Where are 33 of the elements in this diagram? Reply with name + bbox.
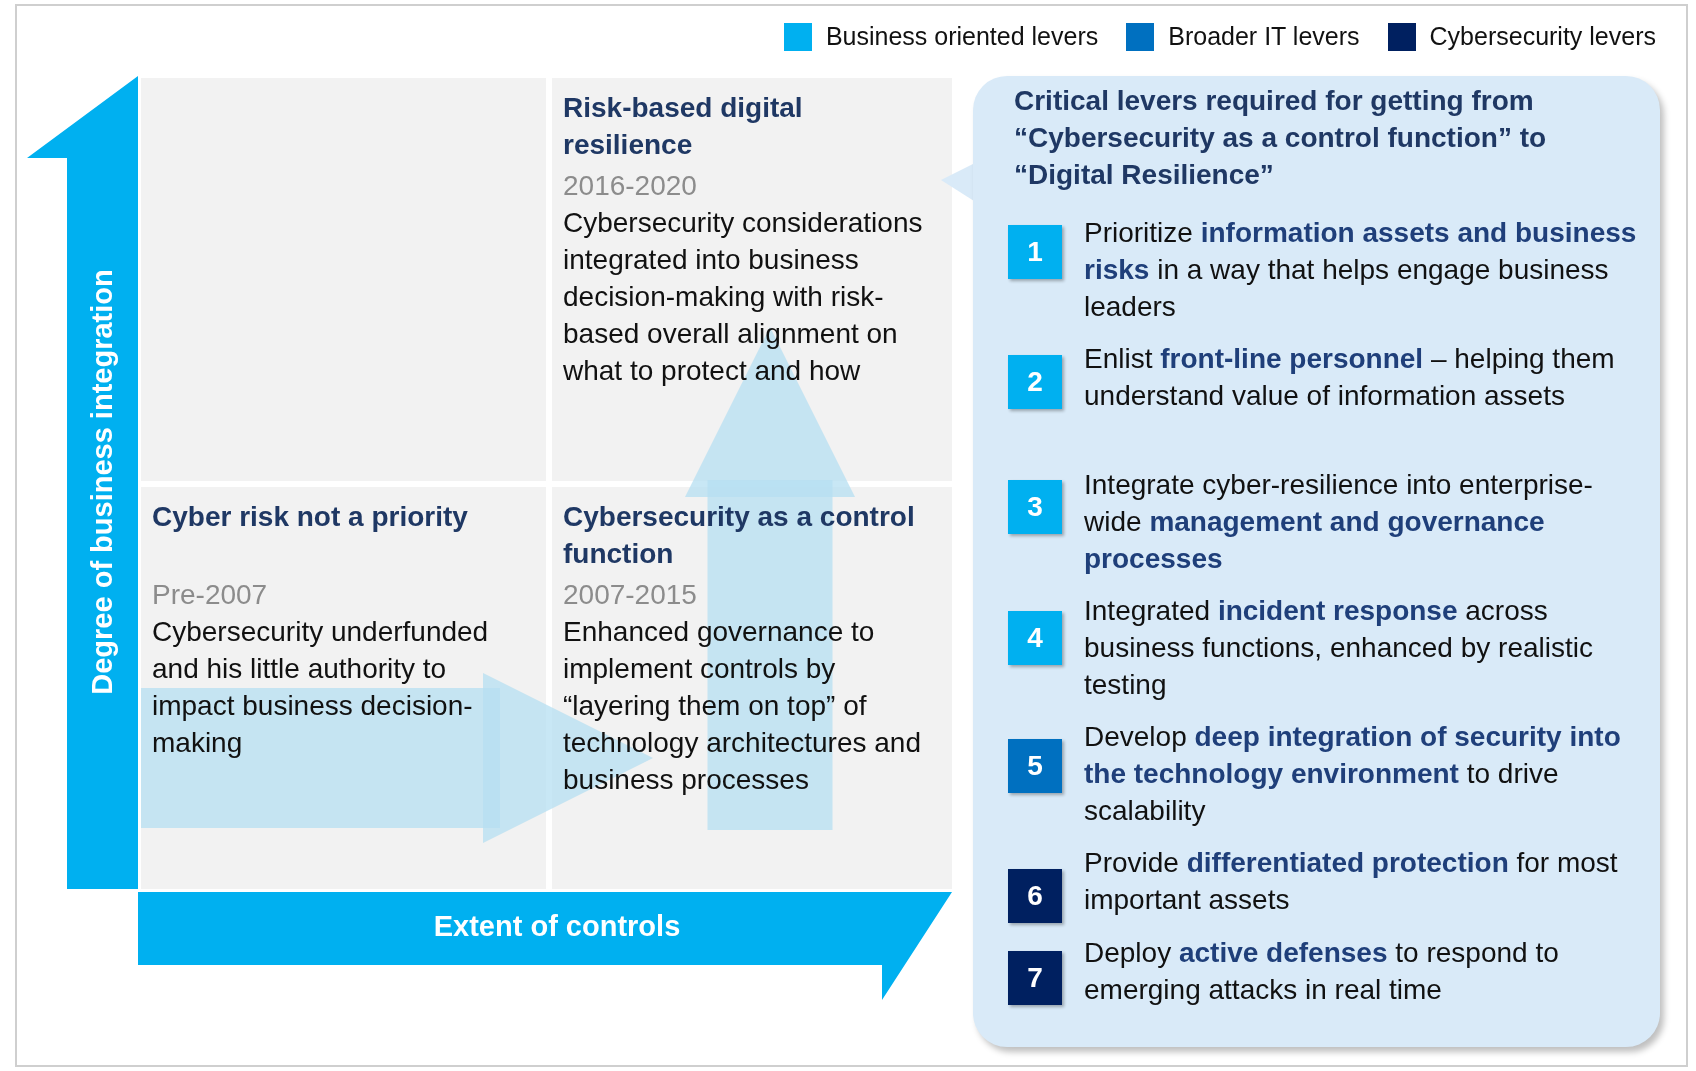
quadrant-heading: Risk-based digital resilience (563, 91, 804, 162)
number-badge: 3 (1008, 480, 1062, 534)
year-range: 2007-2015 (563, 578, 698, 612)
lever-description: Develop deep integration of security into the technology environment to drive scalability (1084, 720, 1622, 828)
year-range: Pre-2007 (152, 578, 269, 612)
number-badge: 5 (1008, 739, 1062, 793)
lever-description: Deploy active defenses to respond to emerging attacks in real time (1084, 936, 1560, 1007)
year-range: 2016-2020 (563, 169, 698, 203)
flow-arrow (141, 673, 653, 843)
number-badge: 4 (1008, 611, 1062, 665)
number-badge: 1 (1008, 225, 1062, 279)
quadrant-cell (552, 78, 952, 481)
quadrant-heading: Cybersecurity as a control function (563, 500, 916, 571)
number-badge: 6 (1008, 869, 1062, 923)
legend-label: Business oriented levers (825, 22, 1099, 51)
number-badge: 2 (1008, 355, 1062, 409)
axis-label: Extent of controls (433, 909, 681, 943)
quadrant-description: Cybersecurity considerations integrated into business decision-making with risk-based overall alignment on what to protect and how (563, 206, 924, 388)
flow-arrow (685, 327, 855, 830)
panel-heading: Critical levers required for getting from “Cybersecurity as a control function” to “Digital Resilience” (1014, 84, 1548, 192)
callout-panel (973, 76, 1660, 1047)
lever-description: Provide differentiated protection for most important assets (1084, 846, 1619, 917)
number-badge: 7 (1008, 951, 1062, 1005)
legend-label: Broader IT levers (1168, 22, 1360, 51)
axis-label: Degree of business integration (85, 269, 119, 695)
lever-description: Prioritize information assets and business risks in a way that helps engage business leaders (1084, 216, 1638, 324)
lever-description: Enlist front-line personnel – helping them understand value of information assets (1084, 342, 1616, 413)
lever-description: Integrate cyber-resilience into enterprise-wide management and governance processes (1084, 468, 1594, 576)
quadrant-description: Enhanced governance to implement controls by “layering them on top” of technology architectures and business processes (563, 615, 922, 797)
quadrant-description: Cybersecurity underfunded and his little authority to impact business decision-making (152, 615, 490, 760)
quadrant-heading: Cyber risk not a priority (152, 500, 469, 534)
legend-label: Cybersecurity levers (1429, 22, 1656, 51)
lever-description: Integrated incident response across business functions, enhanced by realistic testing (1084, 594, 1594, 702)
